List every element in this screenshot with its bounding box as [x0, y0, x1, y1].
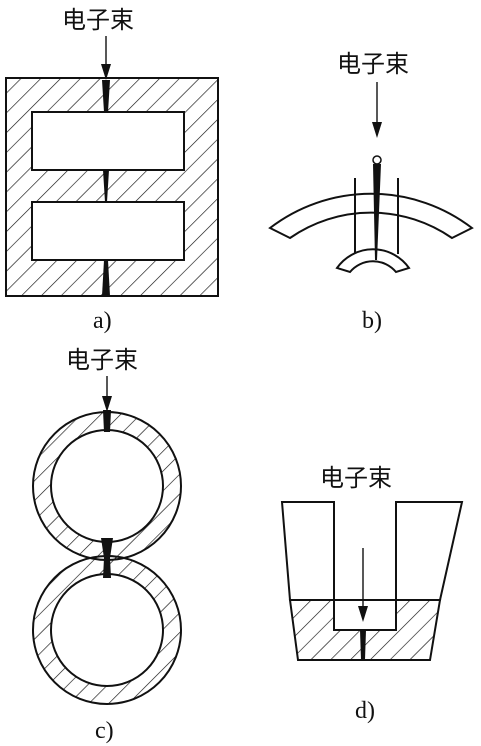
panel-a-caption: a) — [93, 308, 112, 334]
panel-d-upper-part — [280, 501, 464, 631]
panel-d-caption: d) — [355, 698, 375, 724]
panel-b-beam-arrow — [372, 82, 382, 138]
panel-d-beam-arrow — [358, 548, 368, 622]
panel-c-top-ring — [31, 411, 183, 561]
panel-b-weld-bead — [372, 155, 382, 260]
panel-c-caption: c) — [95, 718, 114, 744]
panel-b-inner-arc — [335, 248, 411, 274]
panel-a-weld-beads — [102, 80, 110, 296]
panel-d-beam-label: 电子束 — [320, 464, 392, 492]
panel-b-beam-label: 电子束 — [337, 50, 409, 78]
panel-b-web — [354, 178, 399, 254]
panel-d-weld-bead — [360, 630, 366, 660]
panel-c-bottom-ring — [31, 555, 183, 705]
panel-d: 电子束 d) — [280, 464, 464, 724]
panel-c: 电子束 c) — [31, 346, 183, 744]
panel-c-beam-label: 电子束 — [66, 346, 138, 374]
panel-a-beam-arrow — [101, 36, 111, 80]
panel-a-hatched-block — [5, 77, 219, 297]
panel-c-weld-beads — [101, 410, 113, 578]
panel-b-outer-arc — [268, 192, 474, 240]
panel-a: 电子束 a) — [5, 6, 219, 334]
panel-c-beam-arrow — [102, 376, 112, 412]
panel-b-caption: b) — [362, 308, 382, 334]
panel-a-beam-label: 电子束 — [62, 6, 134, 34]
panel-b: 电子束 b) — [268, 50, 474, 334]
